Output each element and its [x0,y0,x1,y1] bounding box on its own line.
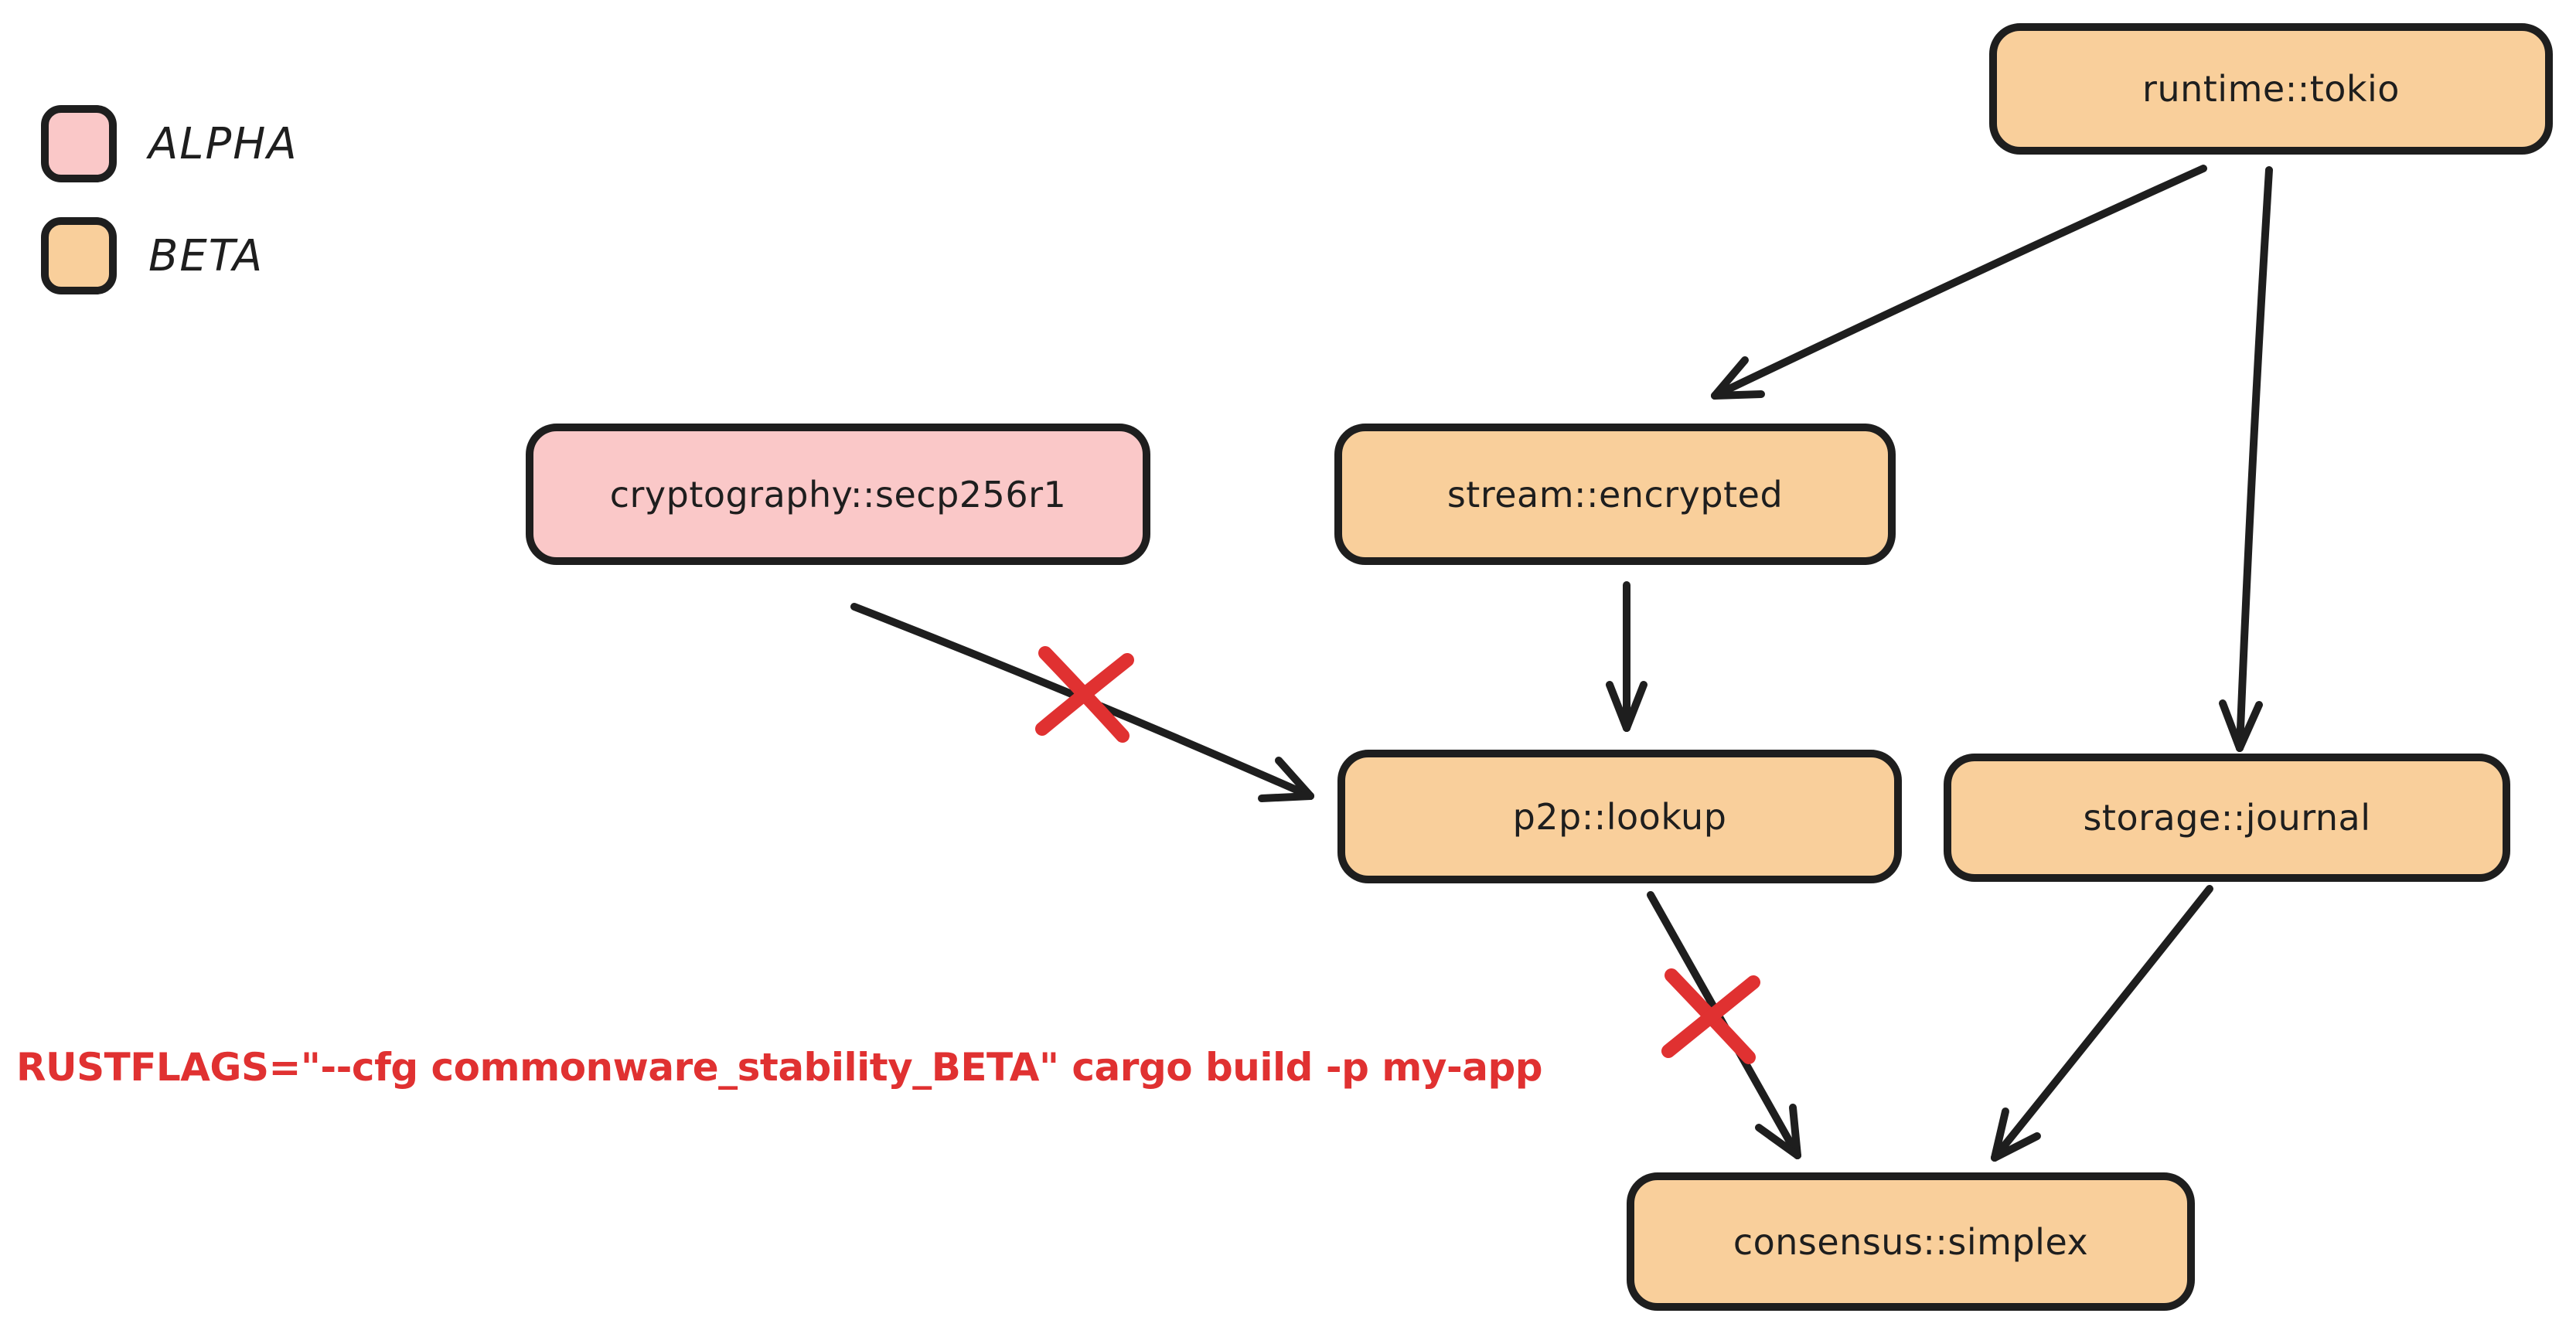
legend-label-beta: BETA [148,230,264,281]
blocked-x-icon [1661,968,1760,1064]
legend-swatch-beta [41,217,117,294]
node-consensus-simplex: consensus::simplex [1627,1172,2195,1311]
node-label: cryptography::secp256r1 [609,473,1067,515]
node-runtime-tokio: runtime::tokio [1989,23,2553,155]
node-cryptography-secp256r1: cryptography::secp256r1 [526,424,1150,565]
edge-runtime-tokio-to-stream-encrypted [1711,165,2207,400]
node-label: p2p::lookup [1512,795,1727,838]
edge-stream-encrypted-to-p2p-lookup [1606,581,1647,732]
node-label: consensus::simplex [1733,1220,2089,1263]
node-label: storage::journal [2083,797,2371,839]
node-stream-encrypted: stream::encrypted [1334,424,1896,565]
node-storage-journal: storage::journal [1944,754,2510,882]
node-label: runtime::tokio [2142,68,2400,110]
blocked-x-icon [1035,646,1134,743]
edge-storage-journal-to-consensus-simplex [1991,885,2213,1162]
legend-label-alpha: ALPHA [148,118,298,169]
node-p2p-lookup: p2p::lookup [1337,750,1902,883]
legend-swatch-alpha [41,105,117,182]
build-command-text: RUSTFLAGS="--cfg commonware_stability_BE… [16,1045,1543,1090]
edge-runtime-tokio-to-storage-journal [2219,166,2273,752]
node-label: stream::encrypted [1446,473,1784,515]
